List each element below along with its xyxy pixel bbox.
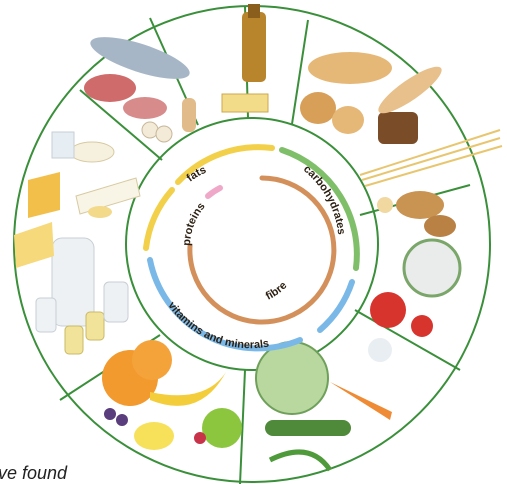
cucumber-icon <box>265 420 351 436</box>
carrot-icon <box>330 382 392 420</box>
cabbage-icon <box>256 342 328 414</box>
egg-icon <box>142 122 158 138</box>
cauliflower-icon <box>404 240 460 296</box>
milk-dairy-illustration <box>14 132 140 354</box>
oil-bottle-icon <box>242 12 266 82</box>
tomato-icon <box>370 292 406 328</box>
cheese-icon <box>28 172 60 218</box>
butter-icon <box>222 94 268 112</box>
caption-fragment: ve found <box>0 463 67 484</box>
potatoes-illustration <box>377 191 456 237</box>
oils-fats-illustration <box>222 4 268 112</box>
potato-icon <box>396 191 444 219</box>
apple-icon <box>202 408 242 448</box>
lemon-icon <box>134 422 174 450</box>
